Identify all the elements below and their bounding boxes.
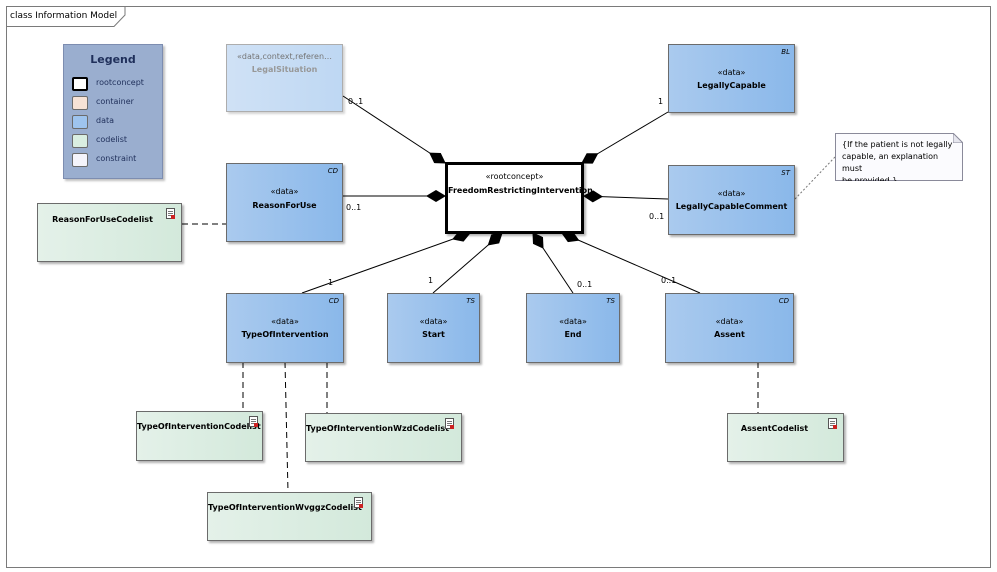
link-legally-capable <box>581 111 669 164</box>
document-icon <box>828 418 837 429</box>
codelist-name: AssentCodelist <box>740 424 809 433</box>
class-type: TS <box>466 297 475 305</box>
document-icon <box>166 208 175 219</box>
note-line: capable, an explanation must <box>842 152 939 173</box>
legend-label: codelist <box>96 135 128 144</box>
class-reason-for-use[interactable]: CD «data» ReasonForUse <box>226 163 343 242</box>
class-stereotype: «data,context,referen… <box>236 52 333 61</box>
class-name: LegalSituation <box>251 65 318 74</box>
link-end <box>532 232 574 294</box>
multiplicity-legally-capable-comment: 0..1 <box>649 212 665 221</box>
class-start[interactable]: TS «data» Start <box>387 293 480 363</box>
class-legal-situation[interactable]: «data,context,referen… LegalSituation <box>226 44 343 112</box>
legend-label: data <box>96 116 115 125</box>
document-icon <box>249 416 258 427</box>
legend-swatch <box>72 96 88 110</box>
class-name: TypeOfIntervention <box>241 330 329 339</box>
legend-label: constraint <box>96 154 137 163</box>
class-type: CD <box>778 297 789 305</box>
class-stereotype: «data» <box>717 68 746 77</box>
legend-label: container <box>96 97 134 106</box>
class-name: Start <box>422 330 445 339</box>
diagram-frame <box>6 6 991 568</box>
link-legal-situation <box>342 95 446 164</box>
note-line: be provided.} <box>842 176 898 185</box>
constraint-note[interactable]: {If the patient is not legally capable, … <box>835 133 963 181</box>
class-name: Assent <box>714 330 745 339</box>
diagram-title: class Information Model <box>10 11 118 21</box>
dep-type-wvggz-codelist <box>284 361 289 493</box>
class-stereotype: «data» <box>559 317 587 326</box>
codelist-type-of-intervention-wzd[interactable]: TypeOfInterventionWzdCodelist <box>305 413 462 462</box>
diagram-frame-tab <box>6 6 126 27</box>
note-line: {If the patient is not legally <box>842 140 953 149</box>
codelist-name: TypeOfInterventionWzdCodelist <box>306 424 449 433</box>
class-name: LegallyCapable <box>697 81 766 90</box>
class-root-freedom-restricting-intervention[interactable]: «rootconcept» FreedomRestrictingInterven… <box>445 162 593 234</box>
legend-swatch <box>72 115 88 129</box>
codelist-type-of-intervention[interactable]: TypeOfInterventionCodelist <box>136 411 263 461</box>
multiplicity-start: 1 <box>428 276 434 285</box>
class-stereotype: «rootconcept» <box>485 172 544 181</box>
class-type: CD <box>327 167 338 175</box>
class-name: FreedomRestrictingIntervention <box>448 186 593 195</box>
codelist-name: TypeOfInterventionWvggzCodelist <box>208 503 362 512</box>
class-stereotype: «data» <box>715 317 744 326</box>
class-name: End <box>564 330 582 339</box>
link-assent <box>561 231 701 294</box>
class-assent[interactable]: CD «data» Assent <box>665 293 794 363</box>
codelist-assent[interactable]: AssentCodelist <box>727 413 844 462</box>
multiplicity-type-of-intervention: 1 <box>328 278 334 287</box>
multiplicity-legal-situation: 0..1 <box>348 97 364 106</box>
legend-swatch <box>72 134 88 148</box>
legend-swatch <box>72 77 88 91</box>
legend: Legend rootconcept container data codeli… <box>63 44 163 179</box>
codelist-type-of-intervention-wvggz[interactable]: TypeOfInterventionWvggzCodelist <box>207 492 372 541</box>
link-start <box>432 232 503 294</box>
class-stereotype: «data» <box>419 317 448 326</box>
class-name: ReasonForUse <box>252 201 317 210</box>
class-legally-capable-comment[interactable]: ST «data» LegallyCapableComment <box>668 165 795 235</box>
multiplicity-assent: 0..1 <box>661 276 677 285</box>
class-stereotype: «data» <box>717 189 746 198</box>
class-type: TS <box>606 297 615 305</box>
legend-title: Legend <box>90 53 136 66</box>
codelist-name: TypeOfInterventionCodelist <box>137 422 261 431</box>
class-legally-capable[interactable]: BL «data» LegallyCapable <box>668 44 795 113</box>
document-icon <box>354 497 363 508</box>
link-legally-capable-comment <box>583 190 669 203</box>
class-type: BL <box>781 48 790 56</box>
class-stereotype: «data» <box>271 317 299 326</box>
legend-label: rootconcept <box>96 78 144 87</box>
link-type-of-intervention <box>301 230 471 294</box>
class-type-of-intervention[interactable]: CD «data» TypeOfIntervention <box>226 293 344 363</box>
codelist-reason-for-use[interactable]: ReasonForUseCodelist <box>37 203 182 262</box>
class-stereotype: «data» <box>270 187 299 196</box>
multiplicity-end: 0..1 <box>577 280 593 289</box>
class-name: LegallyCapableComment <box>675 202 788 211</box>
class-type: ST <box>781 169 790 177</box>
multiplicity-legally-capable: 1 <box>658 97 664 106</box>
class-end[interactable]: TS «data» End <box>526 293 620 363</box>
note-anchor <box>794 156 836 200</box>
document-icon <box>445 418 454 429</box>
legend-swatch <box>72 153 88 167</box>
multiplicity-reason-for-use: 0..1 <box>346 203 362 212</box>
class-type: CD <box>328 297 339 305</box>
note-fold-corner <box>953 133 963 143</box>
codelist-name: ReasonForUseCodelist <box>52 215 153 224</box>
